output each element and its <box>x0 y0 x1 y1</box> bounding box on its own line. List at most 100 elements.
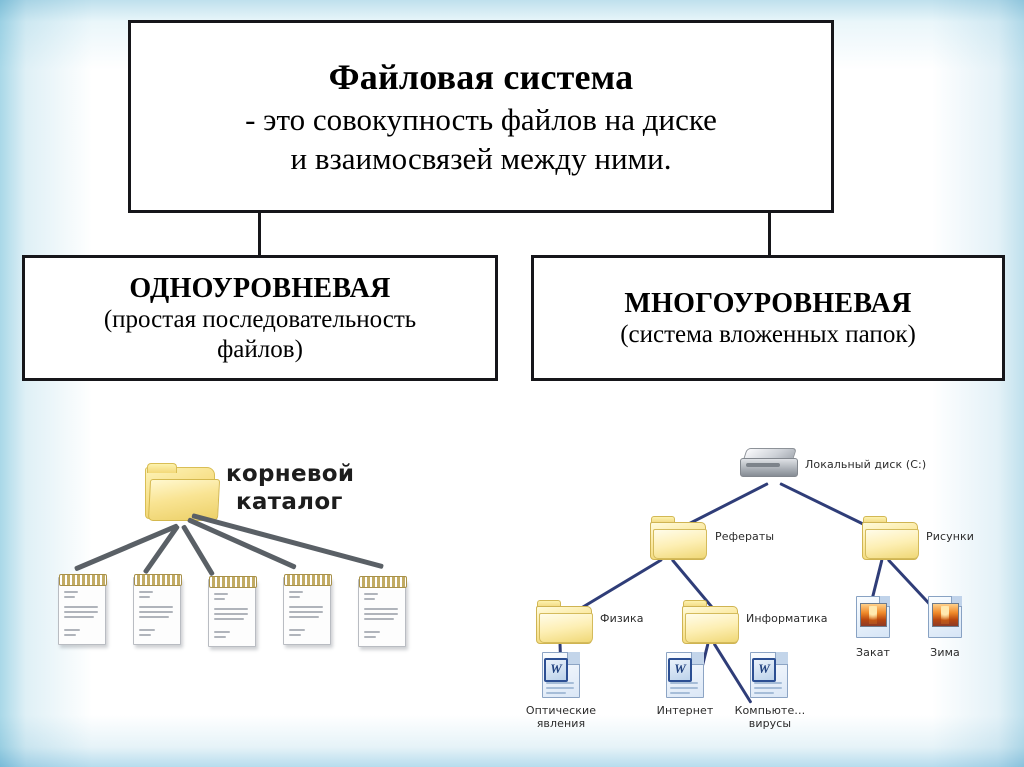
label-risunki: Рисунки <box>926 530 975 543</box>
hard-disk-icon <box>740 448 798 480</box>
folder-lip-shape <box>539 613 593 643</box>
title-definition-line-2: и взаимосвязей между ними. <box>290 140 672 176</box>
label-informatika: Информатика <box>746 612 828 625</box>
notepad-text-line <box>364 631 380 633</box>
document-text-line <box>546 692 566 694</box>
document-text-line <box>546 682 574 684</box>
title-box: Файловая система - это совокупность файл… <box>128 20 834 213</box>
page-title: Файловая система <box>328 56 634 97</box>
list-item <box>283 574 332 645</box>
document-text-line <box>754 687 782 689</box>
folder-icon-fizika <box>536 600 593 644</box>
notepad-text-line <box>139 629 155 631</box>
label-zima: Зима <box>930 646 960 659</box>
list-item <box>208 576 257 647</box>
notepad-text-line <box>214 598 225 600</box>
label-internet: Интернет <box>656 704 714 717</box>
multi-level-illustration: Локальный диск (C:) Рефераты Рисунки Физ… <box>500 440 1010 740</box>
image-file-icon-zakat <box>856 596 890 638</box>
category-box-single-level: ОДНОУРОВНЕВАЯ (простая последовательност… <box>22 255 498 381</box>
document-fold-corner <box>567 652 580 665</box>
folder-lip-shape <box>685 613 739 643</box>
connector-stem-left <box>258 213 261 255</box>
list-item <box>133 574 182 645</box>
notepad-text-line <box>364 598 375 600</box>
label-zakat: Закат <box>855 646 891 659</box>
notepad-coil <box>284 574 332 586</box>
folder-tab-shape <box>683 600 707 608</box>
label-referaty: Рефераты <box>715 530 775 543</box>
notepad-text-line <box>364 613 398 615</box>
open-folder-icon <box>145 463 221 521</box>
notepad-text-line <box>289 591 303 593</box>
single-level-illustration: корневой каталог <box>40 455 460 655</box>
folder-tab-shape <box>863 516 887 524</box>
word-badge: W <box>668 658 692 682</box>
notepad-text-line <box>289 596 300 598</box>
notepad-text-line <box>364 593 378 595</box>
notepad-text-line <box>364 636 376 638</box>
label-kompyuternye-virusy: Компьюте… вирусы <box>734 704 806 730</box>
image-thumbnail <box>860 603 887 627</box>
category-multi-heading: МНОГОУРОВНЕВАЯ <box>624 287 912 319</box>
document-text-line <box>670 687 698 689</box>
document-text-line <box>670 692 690 694</box>
folder-icon-referaty <box>650 516 707 560</box>
notepad-text-line <box>64 596 75 598</box>
document-text-line <box>754 682 782 684</box>
notepad-text-line <box>289 611 323 613</box>
image-file-icon-zima <box>928 596 962 638</box>
connector-informatika-to-virusy <box>712 642 753 704</box>
notepad-text-line <box>64 629 80 631</box>
folder-tab-shape <box>537 600 561 608</box>
category-single-subtitle-1: (простая последовательность <box>103 305 417 333</box>
notepad-text-line <box>139 606 173 608</box>
word-badge: W <box>544 658 568 682</box>
notepad-coil <box>209 576 257 588</box>
list-item <box>58 574 107 645</box>
notepad-coil <box>359 576 407 588</box>
notepad-text-line <box>139 591 153 593</box>
word-document-icon-internet: W <box>666 652 704 698</box>
category-box-multi-level: МНОГОУРОВНЕВАЯ (система вложенных папок) <box>531 255 1005 381</box>
notepad-text-line <box>289 606 323 608</box>
notepad-text-line <box>214 613 248 615</box>
notepad-text-line <box>214 631 230 633</box>
word-document-icon-virusy: W <box>750 652 788 698</box>
document-text-line <box>754 692 774 694</box>
folder-icon-informatika <box>682 600 739 644</box>
notepad-coil <box>134 574 182 586</box>
folder-front-shape <box>147 479 221 521</box>
notepad-text-line <box>64 611 98 613</box>
title-definition-line-1: - это совокупность файлов на диске <box>245 101 717 137</box>
notepad-text-line <box>64 591 78 593</box>
word-document-icon-opticheskie: W <box>542 652 580 698</box>
notepad-text-line <box>214 608 248 610</box>
notepad-text-line <box>64 606 98 608</box>
folder-lip-shape <box>653 529 707 559</box>
connector-stem-right <box>768 213 771 255</box>
notepad-text-line <box>64 634 76 636</box>
notepad-text-line <box>139 616 169 618</box>
label-fizika: Физика <box>600 612 644 625</box>
notepad-text-line <box>139 611 173 613</box>
document-fold-corner <box>775 652 788 665</box>
category-multi-subtitle-1: (система вложенных папок) <box>620 320 916 348</box>
list-item <box>358 576 407 647</box>
notepad-text-line <box>364 618 394 620</box>
notepad-text-line <box>289 616 319 618</box>
image-thumbnail <box>932 603 959 627</box>
root-directory-label-line-2: каталог <box>236 489 343 515</box>
notepad-text-line <box>214 593 228 595</box>
notepad-text-line <box>139 596 150 598</box>
category-single-heading: ОДНОУРОВНЕВАЯ <box>129 272 391 304</box>
disk-slot <box>746 463 780 467</box>
notepad-text-line <box>289 629 305 631</box>
document-fold-corner <box>691 652 704 665</box>
notepad-text-line <box>214 636 226 638</box>
notepad-text-line <box>289 634 301 636</box>
document-text-line <box>670 682 698 684</box>
document-text-line <box>546 687 574 689</box>
folder-tab-shape <box>651 516 675 524</box>
